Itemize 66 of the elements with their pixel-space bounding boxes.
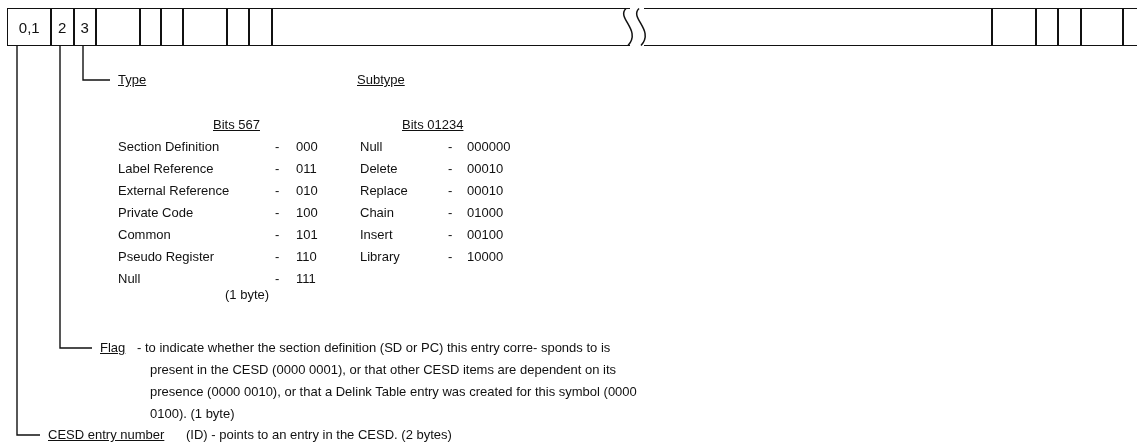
dash: - — [275, 139, 280, 155]
field-name: Flag — [100, 340, 126, 356]
dash: - — [448, 139, 453, 155]
empty-field-cell — [248, 8, 273, 46]
code-name: External Reference — [118, 183, 230, 199]
size-note: (1 byte) — [225, 287, 270, 303]
bit-value: 101 — [296, 227, 318, 243]
empty-field-cell — [1057, 8, 1082, 46]
code-name: Private Code — [118, 205, 194, 221]
code-name: Section Definition — [118, 139, 220, 155]
code-name: Replace — [360, 183, 408, 199]
code-name: Label Reference — [118, 161, 214, 177]
dash: - — [448, 183, 453, 199]
dash: - — [448, 161, 453, 177]
field-cell: 0,1 — [7, 8, 52, 46]
code-name: Null — [360, 139, 383, 155]
code-name: Chain — [360, 205, 394, 221]
dash: - — [275, 161, 280, 177]
field-cell: 3 — [73, 8, 97, 46]
dash: - — [448, 249, 453, 265]
leader-line — [16, 45, 41, 436]
dash: - — [448, 205, 453, 221]
bit-value: 00010 — [467, 161, 504, 177]
code-name: Null — [118, 271, 141, 287]
empty-field-cell — [226, 8, 250, 46]
empty-field-cell — [139, 8, 162, 46]
dash: - — [275, 205, 280, 221]
bit-value: 10000 — [467, 249, 504, 265]
bit-value: 010 — [296, 183, 318, 199]
dash: - — [275, 183, 280, 199]
dash: - — [448, 227, 453, 243]
code-name: Common — [118, 227, 171, 243]
field-description: (ID) - points to an entry in the CESD. (2 bytes) — [186, 426, 452, 444]
field-heading: Type — [118, 72, 147, 88]
bit-value: 01000 — [467, 205, 504, 221]
dash: - — [275, 227, 280, 243]
bit-value: 100 — [296, 205, 318, 221]
bit-value: 000000 — [467, 139, 511, 155]
dash: - — [275, 271, 280, 287]
code-name: Pseudo Register — [118, 249, 215, 265]
bit-value: 00100 — [467, 227, 504, 243]
leader-line — [82, 45, 111, 81]
field-description: - to indicate whether the section definition (SD or PC) this entry corre- sponds to is present in the CESD (0000 0001), or that other CESD items are dependent on its presence (0000 0010), or that a Delink Table entry was created for this symbol (0000 0100). (1 byte) — [137, 339, 638, 423]
empty-field-cell — [160, 8, 184, 46]
code-name: Insert — [360, 227, 393, 243]
column-heading: Bits 01234 — [402, 117, 464, 133]
dash: - — [275, 249, 280, 265]
column-heading: Subtype — [357, 72, 405, 88]
empty-field-cell — [182, 8, 228, 46]
field-name: CESD entry number — [48, 427, 165, 443]
column-heading: Bits 567 — [213, 117, 260, 133]
code-name: Library — [360, 249, 400, 265]
bit-value: 110 — [296, 249, 317, 265]
empty-field-cell — [1035, 8, 1059, 46]
bit-value: 011 — [296, 161, 317, 177]
bit-value: 00010 — [467, 183, 504, 199]
bit-value: 000 — [296, 139, 318, 155]
empty-field-cell — [1080, 8, 1124, 46]
empty-field-cell — [991, 8, 1037, 46]
field-cell: 2 — [50, 8, 75, 46]
leader-line — [59, 45, 93, 349]
empty-field-cell — [271, 8, 630, 46]
empty-field-cell — [95, 8, 141, 46]
bit-value: 111 — [296, 271, 316, 287]
empty-field-cell — [644, 8, 993, 46]
code-name: Delete — [360, 161, 398, 177]
